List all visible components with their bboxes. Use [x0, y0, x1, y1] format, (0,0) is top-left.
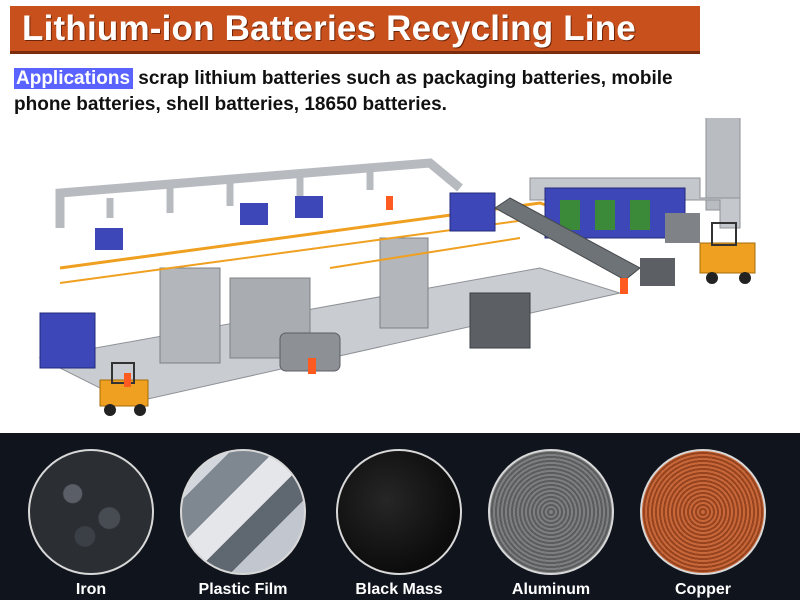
- material-plastic-film: Plastic Film: [178, 449, 308, 599]
- overhead-pipes: [55, 158, 463, 228]
- page-title: Lithium-ion Batteries Recycling Line: [22, 8, 636, 48]
- material-label: Iron: [75, 581, 107, 598]
- iron-sample-image: [28, 449, 154, 575]
- material-label: Plastic Film: [198, 581, 288, 598]
- material-label: Copper: [675, 581, 731, 598]
- crusher-hopper: [449, 192, 496, 232]
- material-label: Black Mass: [355, 581, 443, 598]
- workers: [124, 196, 628, 387]
- material-black-mass: Black Mass: [334, 449, 464, 599]
- material-iron: Iron: [26, 449, 156, 599]
- material-label: Aluminum: [511, 581, 591, 598]
- output-materials-band: Iron Plastic Film Black Mass Aluminum Co…: [0, 433, 800, 600]
- forklift-left: [99, 362, 149, 416]
- recycling-line-illustration: [38, 118, 756, 416]
- material-copper: Copper: [638, 449, 768, 599]
- applications-text: Applications scrap lithium batteries suc…: [14, 66, 704, 118]
- material-aluminum: Aluminum: [486, 449, 616, 599]
- applications-label: Applications: [14, 68, 134, 89]
- plastic-film-sample-image: [180, 449, 306, 575]
- exhaust-chimney: [705, 118, 741, 211]
- copper-sample-image: [640, 449, 766, 575]
- aluminum-sample-image: [488, 449, 614, 575]
- forklift-right: [699, 222, 756, 284]
- title-banner: Lithium-ion Batteries Recycling Line: [10, 6, 700, 54]
- applications-description: scrap lithium batteries such as packagin…: [14, 68, 673, 115]
- black-mass-sample-image: [336, 449, 462, 575]
- output-bin: [640, 258, 675, 286]
